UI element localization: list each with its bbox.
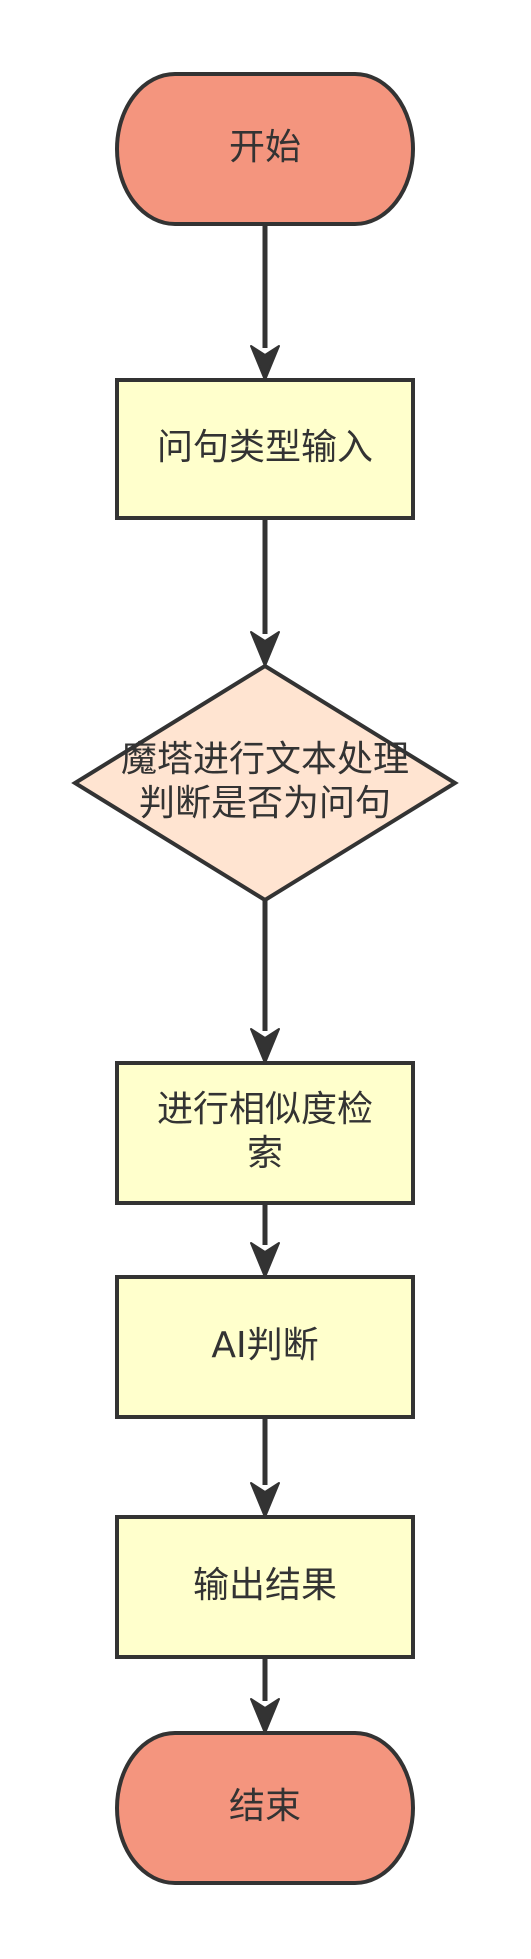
node-ai-label-0: AI判断 (211, 1325, 318, 1366)
node-end-terminal-shape (115, 1731, 415, 1885)
node-search-label-0: 进行相似度检 (157, 1089, 373, 1130)
edges-layer (250, 224, 280, 1734)
node-end-label-0: 结束 (229, 1786, 301, 1827)
node-input: 问句类型输入 (115, 378, 415, 520)
node-check-label-0: 魔塔进行文本处理 (121, 739, 409, 780)
node-output: 输出结果 (115, 1515, 415, 1659)
node-ai-box-shape (115, 1275, 415, 1419)
edge-start-to-input (250, 224, 280, 381)
arrowhead-icon (250, 1482, 280, 1518)
node-search-label-1: 索 (247, 1133, 283, 1174)
node-start-label-0: 开始 (229, 127, 301, 168)
arrowhead-icon (250, 1242, 280, 1278)
node-input-label-0: 问句类型输入 (157, 427, 373, 468)
edge-input-to-check (250, 518, 280, 667)
node-input-box-shape (115, 378, 415, 520)
edge-output-to-end (250, 1657, 280, 1734)
node-check-label-1: 判断是否为问句 (139, 783, 391, 824)
node-output-label-0: 输出结果 (193, 1565, 337, 1606)
node-start: 开始 (115, 72, 415, 226)
edge-check-to-search (250, 900, 280, 1064)
node-start-terminal-shape (115, 72, 415, 226)
arrowhead-icon (250, 631, 280, 667)
edge-ai-to-output (250, 1417, 280, 1518)
arrowhead-icon (250, 345, 280, 381)
edge-search-to-ai (250, 1203, 280, 1278)
node-search-box-shape (115, 1061, 415, 1205)
node-check-diamond-shape (71, 663, 459, 903)
arrowhead-icon (250, 1698, 280, 1734)
node-output-box-shape (115, 1515, 415, 1659)
arrowhead-icon (250, 1028, 280, 1064)
node-ai: AI判断 (115, 1275, 415, 1419)
node-end: 结束 (115, 1731, 415, 1885)
